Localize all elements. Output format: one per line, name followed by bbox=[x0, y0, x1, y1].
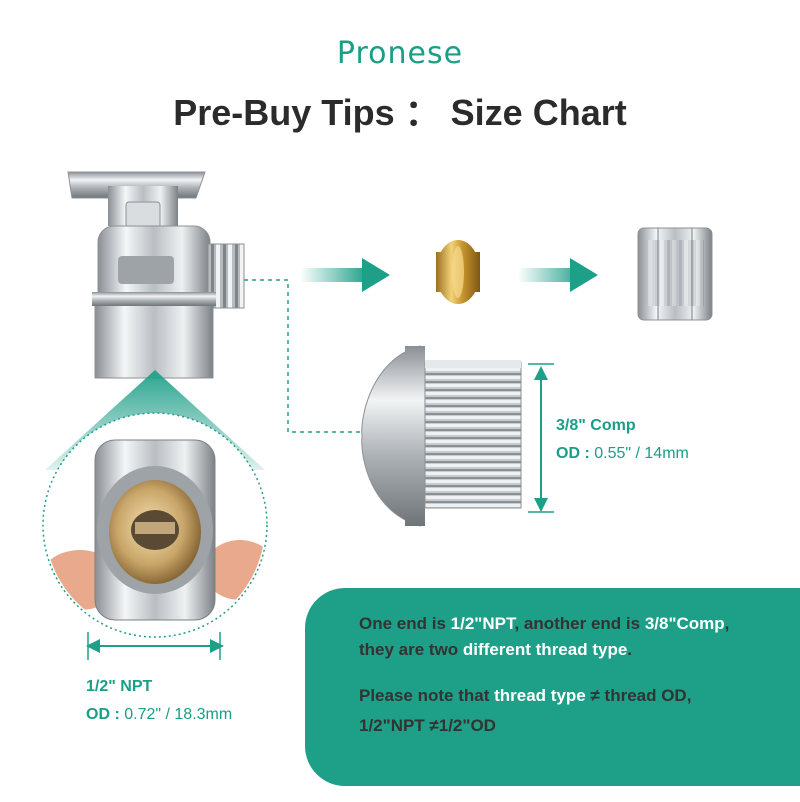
comp-type: 3/8" Comp bbox=[556, 417, 636, 434]
info-highlight: 1/2"NPT bbox=[450, 614, 515, 633]
info-text: , another end is bbox=[514, 614, 645, 633]
comp-spec: 3/8" Comp OD : 0.55" / 14mm bbox=[556, 412, 689, 468]
info-line-4: 1/2"NPT ≠1/2"OD bbox=[359, 716, 496, 735]
info-highlight: 3/8"Comp bbox=[644, 614, 725, 633]
info-text: , bbox=[724, 614, 730, 633]
threaded-fitting-illustration bbox=[361, 345, 522, 527]
brass-sleeve-illustration bbox=[436, 240, 480, 304]
od-dimension-npt bbox=[86, 632, 224, 660]
valve-illustration bbox=[67, 171, 245, 379]
info-text: Please note that bbox=[359, 686, 495, 705]
comp-od: OD : 0.55" / 14mm bbox=[556, 440, 689, 468]
info-highlight: different thread type bbox=[462, 640, 628, 659]
comp-od-value: 0.55" / 14mm bbox=[594, 445, 689, 462]
page-title: Pre-Buy Tips ： Size Chart bbox=[173, 92, 627, 133]
comp-od-label: OD : bbox=[556, 445, 590, 462]
info-text: One end is bbox=[359, 614, 451, 633]
info-line-1: One end is 1/2"NPT, another end is 3/8"C… bbox=[359, 614, 729, 634]
npt-type: 1/2" NPT bbox=[86, 678, 153, 695]
info-text: . bbox=[627, 640, 633, 659]
info-panel: One end is 1/2"NPT, another end is 3/8"C… bbox=[305, 588, 800, 786]
npt-od: OD : 0.72" / 18.3mm bbox=[86, 701, 232, 729]
info-highlight: thread type bbox=[494, 686, 586, 705]
info-line-2: they are two different thread type. bbox=[359, 640, 632, 660]
compression-nut-illustration bbox=[637, 227, 713, 321]
npt-od-label: OD : bbox=[86, 706, 120, 723]
zoom-circle bbox=[42, 412, 268, 638]
arrow-right-icon bbox=[518, 258, 598, 292]
npt-od-value: 0.72" / 18.3mm bbox=[124, 706, 233, 723]
info-text: they are two bbox=[359, 640, 463, 659]
arrow-right-icon bbox=[300, 258, 390, 292]
npt-spec: 1/2" NPT OD : 0.72" / 18.3mm bbox=[86, 673, 232, 729]
od-dimension-comp bbox=[528, 363, 554, 513]
brand-logo: Pronese bbox=[336, 36, 464, 71]
info-text: ≠ thread OD, bbox=[585, 686, 692, 705]
info-line-3: Please note that thread type ≠ thread OD… bbox=[359, 686, 691, 706]
